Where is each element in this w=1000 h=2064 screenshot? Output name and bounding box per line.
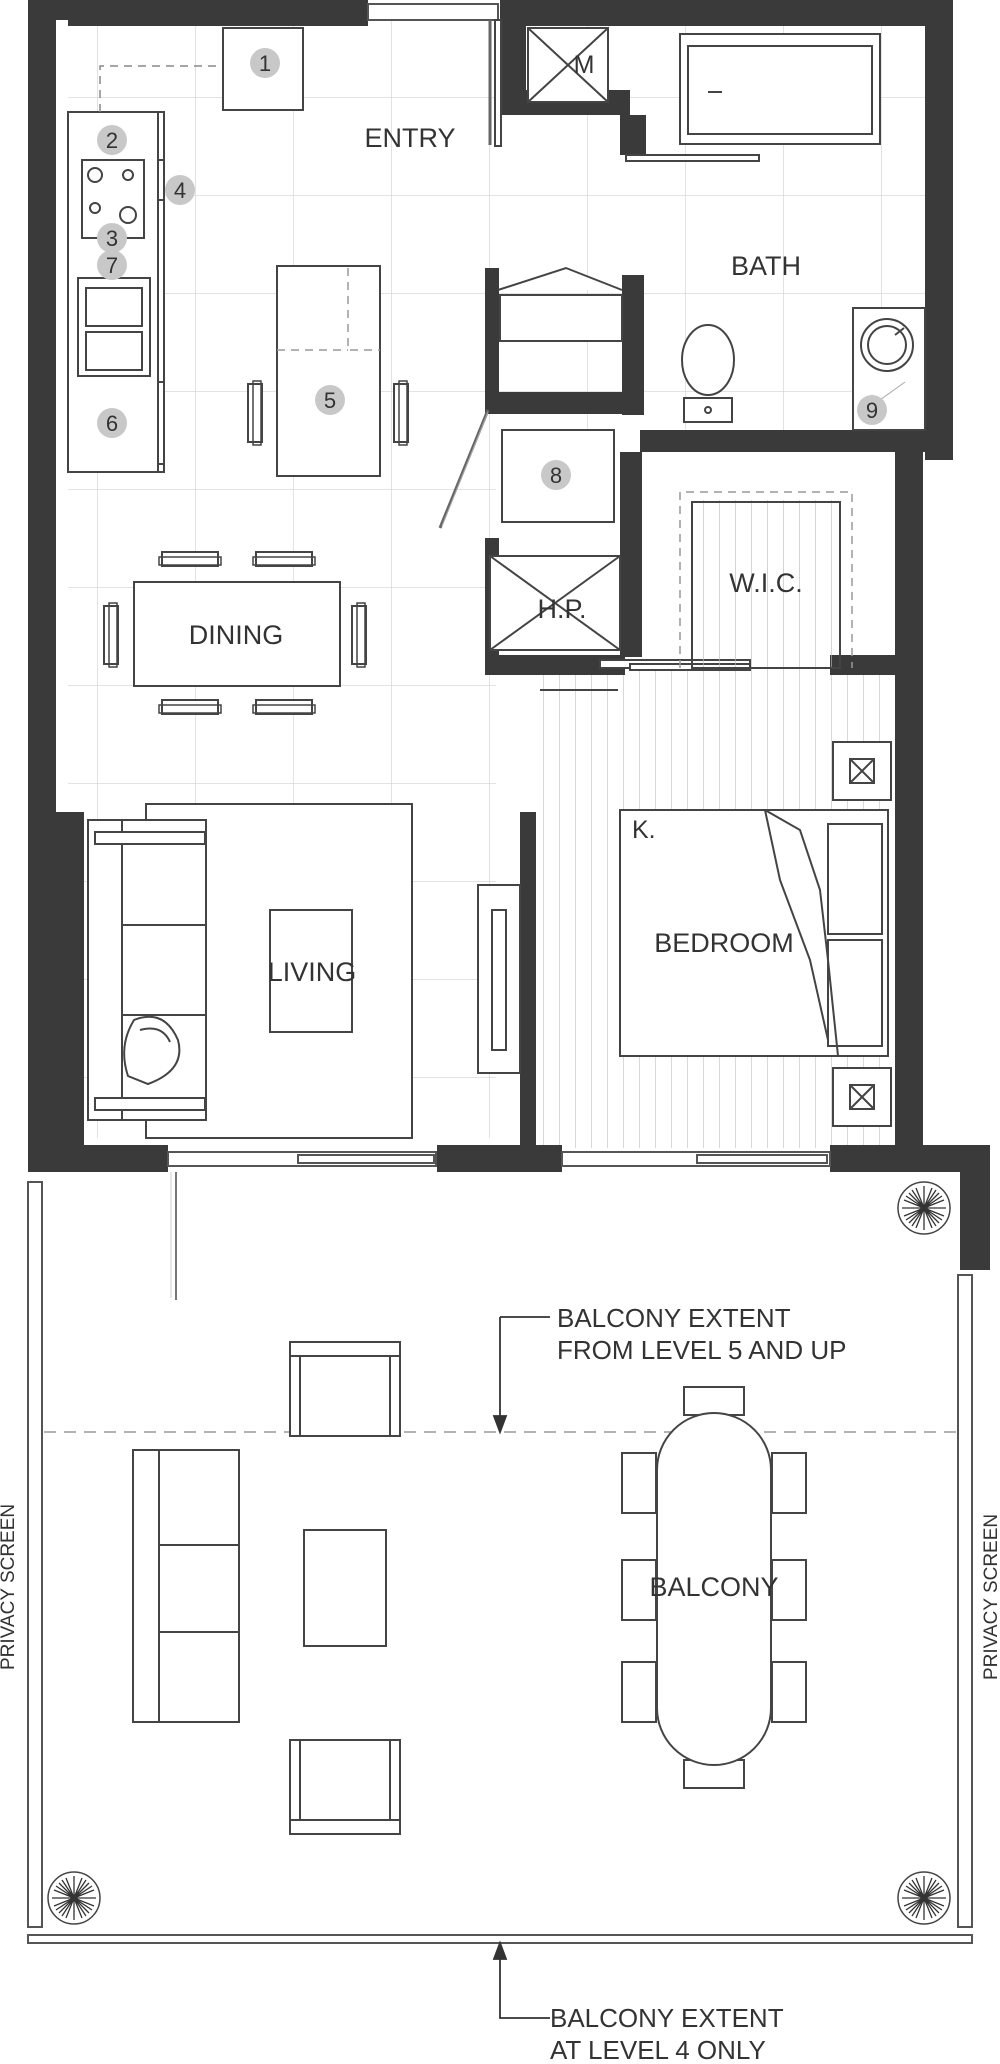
callout-7: 7 <box>97 250 127 280</box>
svg-text:7: 7 <box>106 253 118 278</box>
walls <box>28 0 990 1270</box>
label-entry: ENTRY <box>364 123 455 153</box>
callout-4: 4 <box>165 175 195 205</box>
label-bed-size: K. <box>632 816 656 844</box>
label-bath: BATH <box>731 251 801 281</box>
callout-3: 3 <box>97 223 127 253</box>
svg-text:9: 9 <box>866 398 878 423</box>
bedroom-furniture <box>619 741 892 1127</box>
lounge-chair <box>123 1015 181 1086</box>
wic-shelving <box>691 501 841 669</box>
balcony-notes: BALCONY EXTENT FROM LEVEL 5 AND UP BALCO… <box>550 1303 846 2064</box>
label-hp: H.P. <box>537 594 586 624</box>
label-bedroom: BEDROOM <box>654 928 794 958</box>
svg-text:6: 6 <box>106 411 118 436</box>
callout-1: 1 <box>250 48 280 78</box>
label-wic: W.I.C. <box>729 568 803 598</box>
room-labels: ENTRY BATH DINING LIVING W.I.C. BEDROOM … <box>189 51 803 1602</box>
svg-text:8: 8 <box>550 463 562 488</box>
callout-9: 9 <box>857 395 887 425</box>
callout-6: 6 <box>97 408 127 438</box>
svg-text:2: 2 <box>106 128 118 153</box>
bath-fixtures <box>625 33 926 431</box>
kitchen-counter <box>67 27 304 473</box>
label-dining: DINING <box>189 620 284 650</box>
kitchen-island <box>247 265 409 477</box>
balcony-dining-set <box>621 1386 807 1789</box>
leader-lines <box>492 1316 550 2019</box>
label-living: LIVING <box>268 957 357 987</box>
living-furniture <box>87 803 521 1139</box>
balcony-lounge-set <box>132 1341 401 1835</box>
privacy-screen-labels: PRIVACY SCREEN PRIVACY SCREEN <box>0 1504 1000 1680</box>
callout-5: 5 <box>315 385 345 415</box>
callouts: 1 2 3 4 5 6 7 8 9 <box>97 48 887 490</box>
svg-text:5: 5 <box>324 388 336 413</box>
note-lower-line1: BALCONY EXTENT <box>550 2003 784 2033</box>
windows <box>167 3 831 1167</box>
callout-8: 8 <box>541 460 571 490</box>
svg-text:4: 4 <box>174 178 186 203</box>
storage-m <box>494 19 609 147</box>
note-lower-line2: AT LEVEL 4 ONLY <box>550 2035 766 2064</box>
privacy-screen-left: PRIVACY SCREEN <box>0 1504 19 1670</box>
dining-table <box>103 551 367 715</box>
callout-2: 2 <box>97 125 127 155</box>
label-m: M <box>574 51 595 79</box>
upper-cabinet-line <box>99 65 220 112</box>
note-upper-line1: BALCONY EXTENT <box>557 1303 791 1333</box>
privacy-screen-right: PRIVACY SCREEN <box>981 1514 1000 1680</box>
label-balcony: BALCONY <box>649 1572 778 1602</box>
svg-text:1: 1 <box>259 51 271 76</box>
note-upper-line2: FROM LEVEL 5 AND UP <box>557 1335 846 1365</box>
svg-text:3: 3 <box>106 226 118 251</box>
